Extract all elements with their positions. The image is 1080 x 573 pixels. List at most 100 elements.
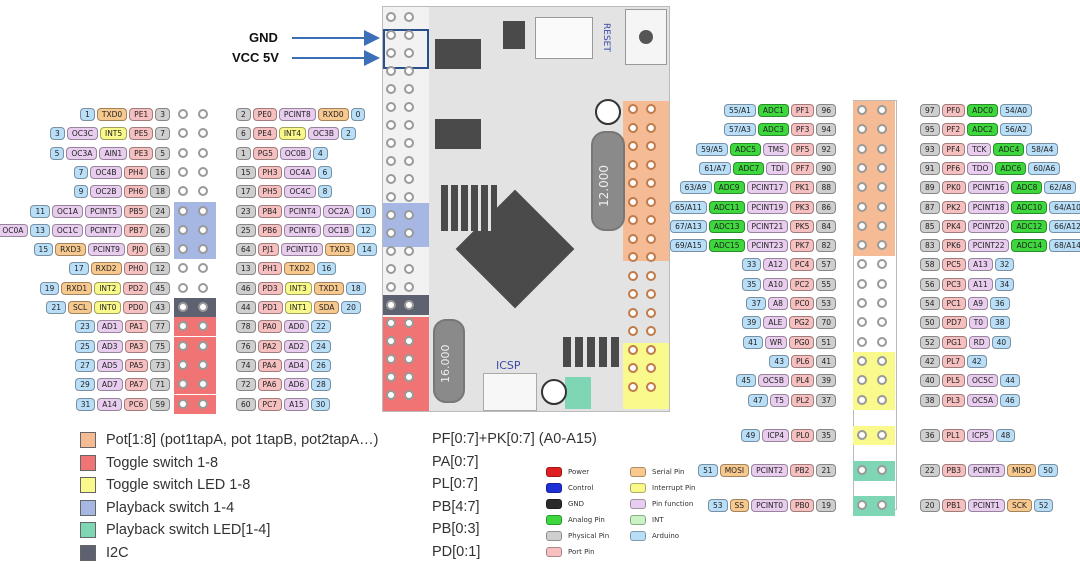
crystal-large-label: 12.000 [597,165,611,207]
header-pad [877,201,887,212]
board-pad [386,192,396,202]
arduino-pin: 60/A6 [1028,161,1061,175]
header-pad [857,220,867,231]
board-pad [628,141,638,151]
arduino-pin: 17 [69,262,89,276]
pin-signal: PJ1 [257,243,280,257]
header-pad [877,298,887,308]
board-pad [386,66,396,76]
pin-signal: PK3 [790,200,815,214]
pin-signal: PK7 [790,239,815,253]
board-pad [404,318,414,328]
pin-signal: PL6 [790,354,815,368]
physical-pin: 86 [816,200,836,214]
board-pad [386,48,396,58]
small-chip [503,21,525,49]
arduino-pin: 9 [73,185,89,199]
pin-signal: PA5 [124,358,149,372]
reset-button-body[interactable] [625,9,667,65]
pin-signal: PK6 [941,239,966,253]
header-pad [178,340,188,351]
header-pad [877,394,887,405]
pin-signal: PC3 [941,277,967,291]
header-pad [178,109,188,119]
physical-pin: 52 [920,335,940,349]
board-pad [386,318,396,328]
board-pad [628,326,638,336]
legend-row: Toggle switch 1-8 [80,454,218,472]
pin-signal: PH4 [123,165,149,179]
arduino-pin: 27 [75,358,95,372]
arduino-pin: 59/A5 [696,142,729,156]
header-pad [198,379,208,390]
physical-pin: 50 [920,316,940,330]
header-pad [198,147,208,158]
arduino-pin: 45 [736,374,756,388]
arduino-pin: 26 [311,358,331,372]
pin-signal: PCINT20 [967,219,1010,233]
physical-pin: 84 [816,219,836,233]
pin-signal: AD4 [283,358,310,372]
legend-swatch [80,454,96,471]
key-swatch [546,467,562,477]
pin-signal: ADC3 [757,123,789,137]
board-pad [386,138,396,148]
board-pad [628,122,638,133]
icsp-header [483,373,537,411]
pin-signal: TXD1 [313,281,345,295]
pin-signal: A12 [763,258,788,272]
header-pad [198,321,208,332]
header-pad [857,162,867,173]
board-pad [628,289,638,299]
pin-signal: OC3B [308,127,340,141]
arduino-pin: 57/A3 [723,123,756,137]
pin-signal: PK4 [941,219,966,233]
header-pad [857,182,867,193]
arduino-pin: 58/A4 [1026,142,1059,156]
round-capacitor-2 [595,99,621,125]
physical-pin: 13 [236,262,256,276]
pin-signal: PCINT6 [284,223,321,237]
header-pad [877,336,887,347]
legend-port: PL[0:7] [432,476,478,492]
board-pad [404,354,414,364]
pin-signal: PL4 [790,374,815,388]
pin-signal: PCINT19 [746,200,789,214]
physical-pin: 82 [816,239,836,253]
header-pad [198,263,208,274]
reset-button[interactable] [639,30,653,44]
pin-signal: PCINT2 [751,464,788,478]
pin-signal: ADC13 [708,219,745,233]
pin-signal: PL7 [941,354,966,368]
physical-pin: 90 [816,161,836,175]
board-pad [646,159,656,170]
pin-signal: PA3 [124,339,149,353]
header-pad [178,302,188,312]
arduino-pin: 68/A14 [1049,239,1080,253]
board-pad [386,12,396,22]
board-pad [404,228,414,238]
physical-pin: 51 [816,335,836,349]
board-pad [386,246,396,256]
arduino-pin: 11 [30,204,51,218]
physical-pin: 20 [920,499,940,513]
arduino-pin: 40 [991,335,1012,349]
pin-signal: PF0 [941,104,966,117]
pin-signal: PC7 [257,397,283,411]
